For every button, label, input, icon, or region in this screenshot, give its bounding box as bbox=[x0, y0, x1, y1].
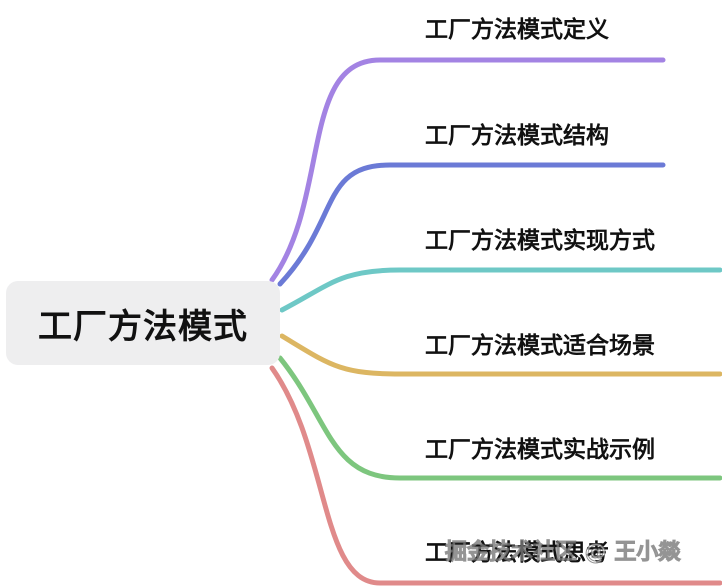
connector-1 bbox=[277, 162, 666, 287]
root-node[interactable]: 工厂方法模式 bbox=[6, 281, 280, 365]
branch-structure[interactable]: 工厂方法模式结构 bbox=[425, 123, 609, 149]
watermark-text: 掘金技术社区 @ 王小燚 bbox=[444, 540, 681, 566]
root-node-label: 工厂方法模式 bbox=[38, 306, 248, 347]
branch-thinking[interactable]: 工厂方法模式思考 bbox=[425, 540, 609, 566]
branch-use-cases[interactable]: 工厂方法模式适合场景 bbox=[425, 333, 655, 359]
branch-implementation[interactable]: 工厂方法模式实现方式 bbox=[425, 228, 655, 254]
connector-0 bbox=[269, 57, 666, 283]
connector-3 bbox=[279, 333, 722, 377]
branch-practical-example[interactable]: 工厂方法模式实战示例 bbox=[425, 437, 655, 463]
connector-4 bbox=[277, 355, 722, 481]
branch-definition[interactable]: 工厂方法模式定义 bbox=[425, 17, 609, 43]
connector-5 bbox=[269, 365, 722, 586]
connector-2 bbox=[279, 267, 722, 313]
